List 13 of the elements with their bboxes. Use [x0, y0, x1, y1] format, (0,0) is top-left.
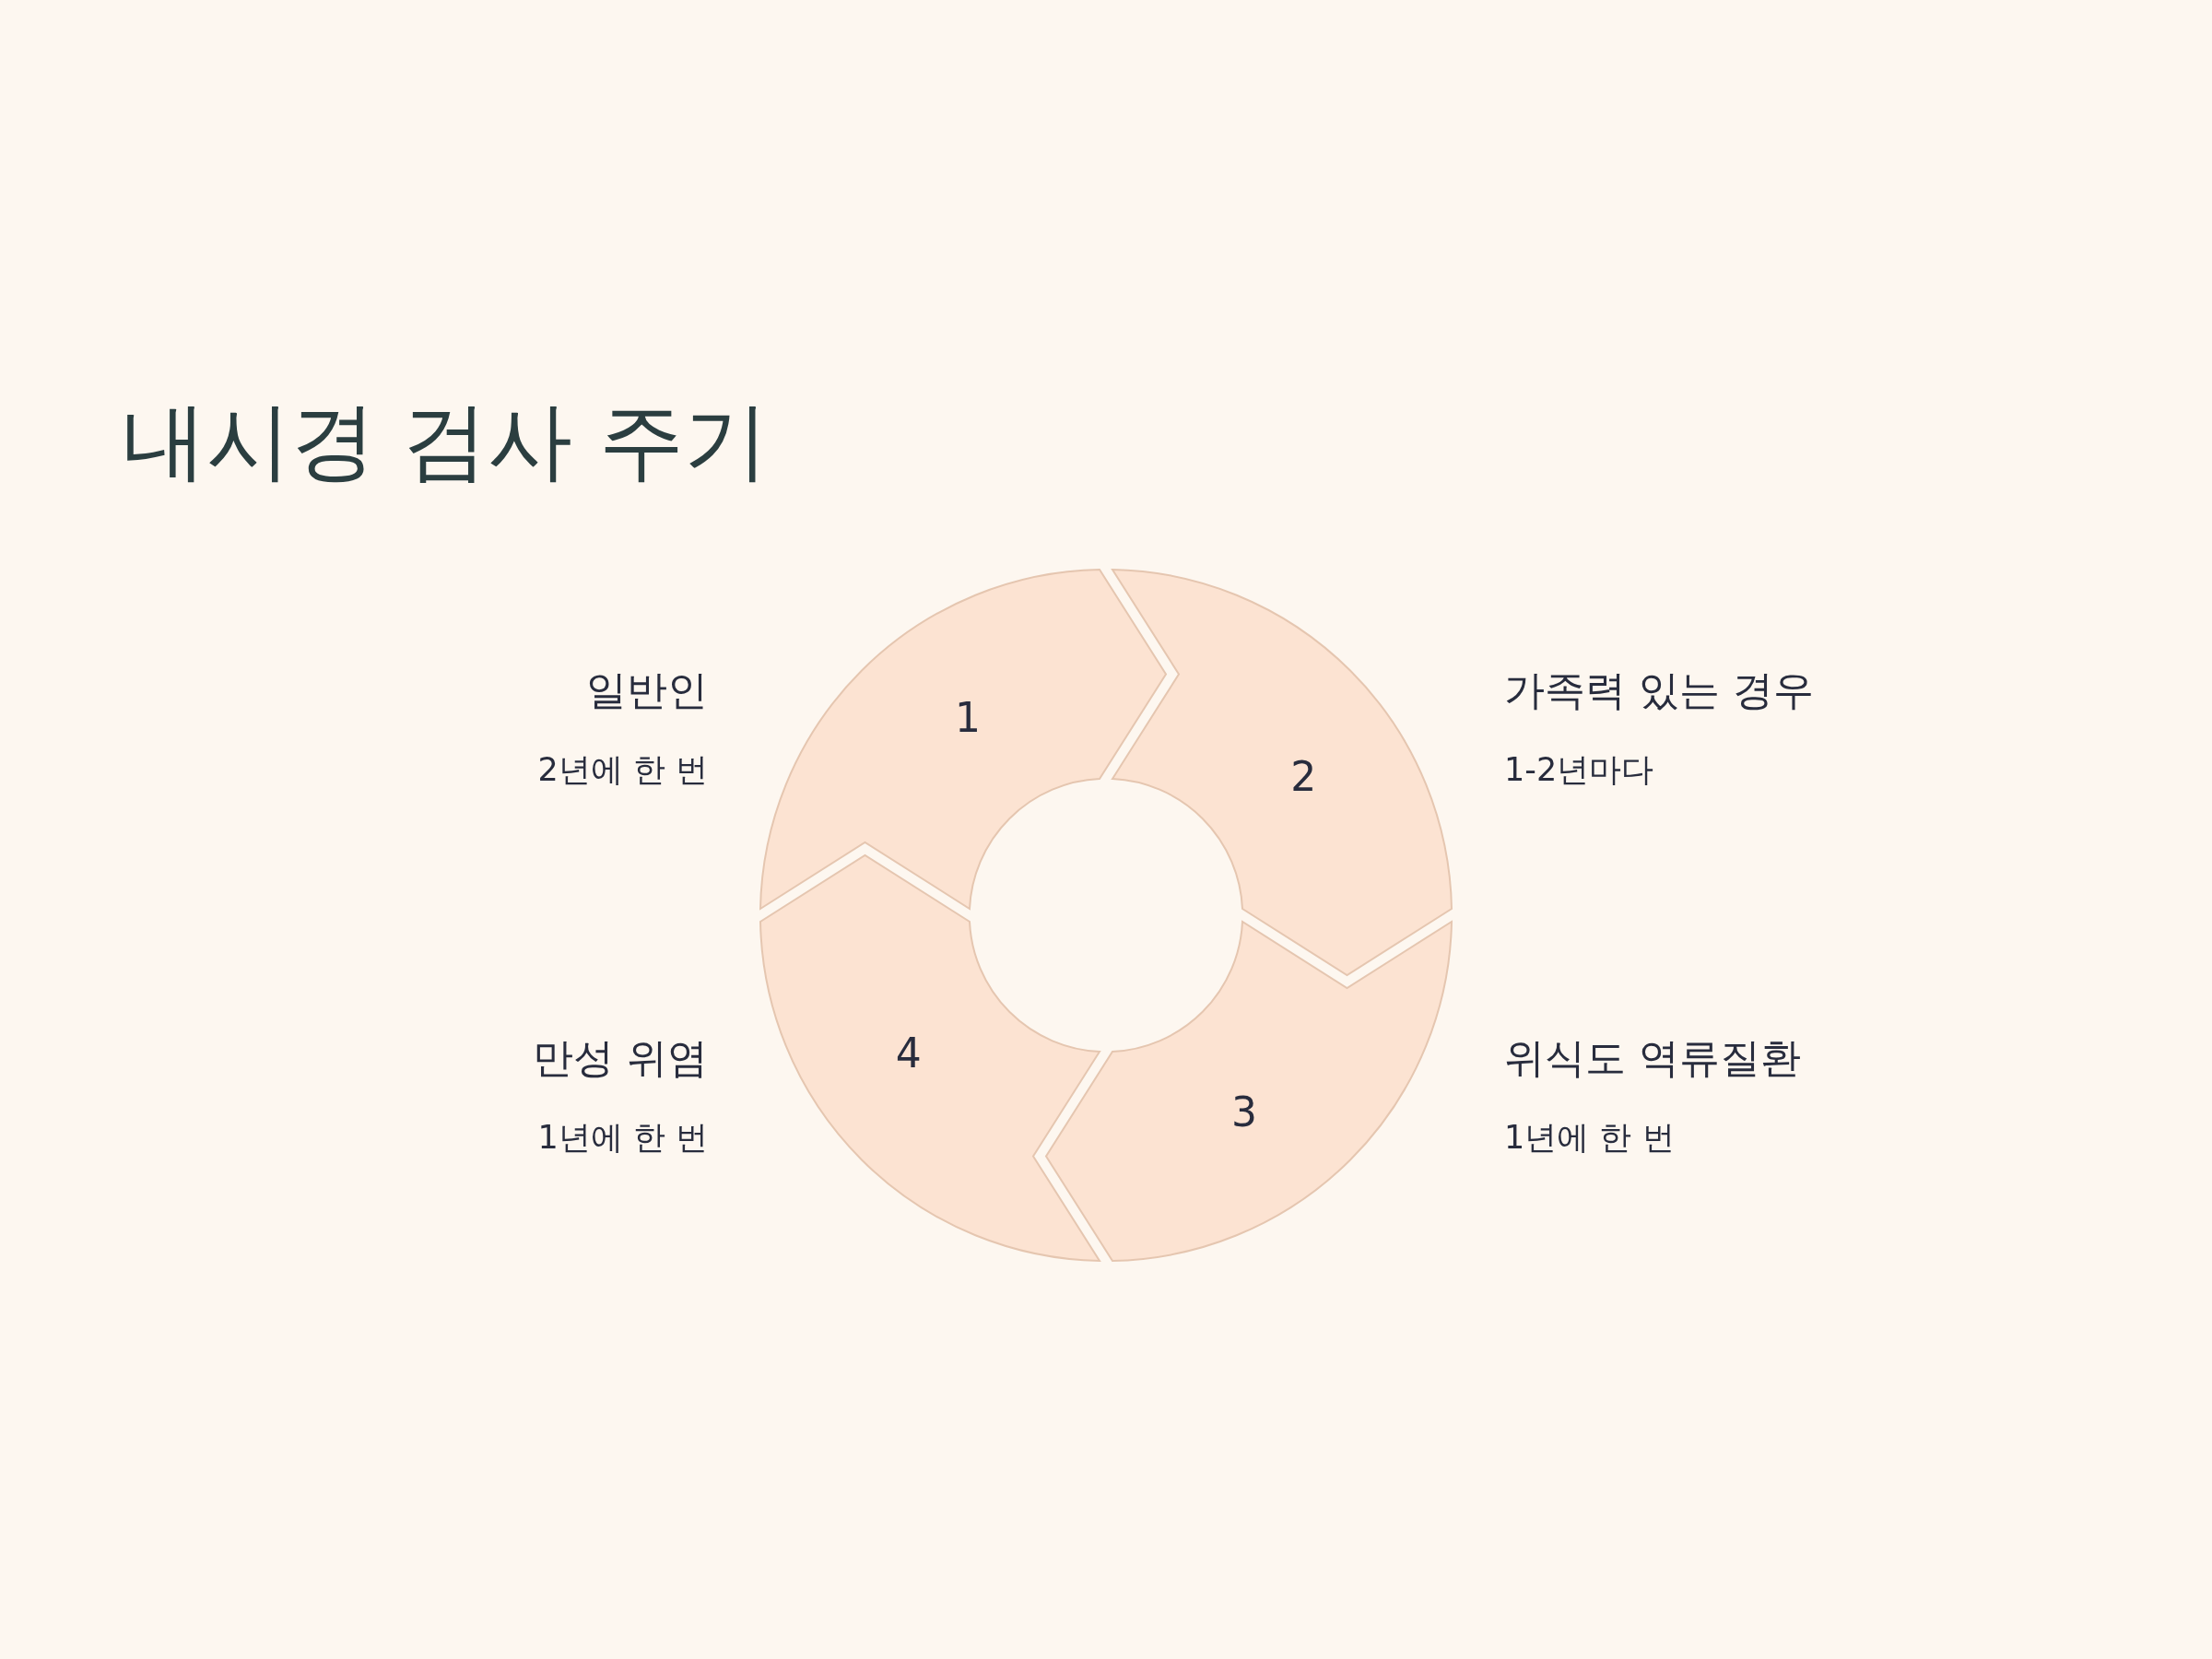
- interval-text: 1-2년마다: [1504, 750, 1654, 789]
- step-number: 4: [895, 1033, 922, 1074]
- step-number: 2: [1290, 757, 1317, 797]
- category-heading: 위식도 역류질환: [1504, 1034, 1801, 1083]
- step-number: 3: [1231, 1092, 1257, 1134]
- category-heading: 가족력 있는 경우: [1504, 666, 1814, 715]
- category-heading: 일반인: [586, 666, 708, 715]
- interval-text: 1년에 한 번: [1504, 1118, 1675, 1157]
- category-heading: 만성 위염: [533, 1034, 708, 1083]
- step-number: 1: [955, 697, 981, 738]
- diagram-title: 내시경 검사 주기: [122, 394, 770, 488]
- interval-text: 1년에 한 번: [537, 1118, 708, 1157]
- interval-text: 2년에 한 번: [537, 750, 708, 789]
